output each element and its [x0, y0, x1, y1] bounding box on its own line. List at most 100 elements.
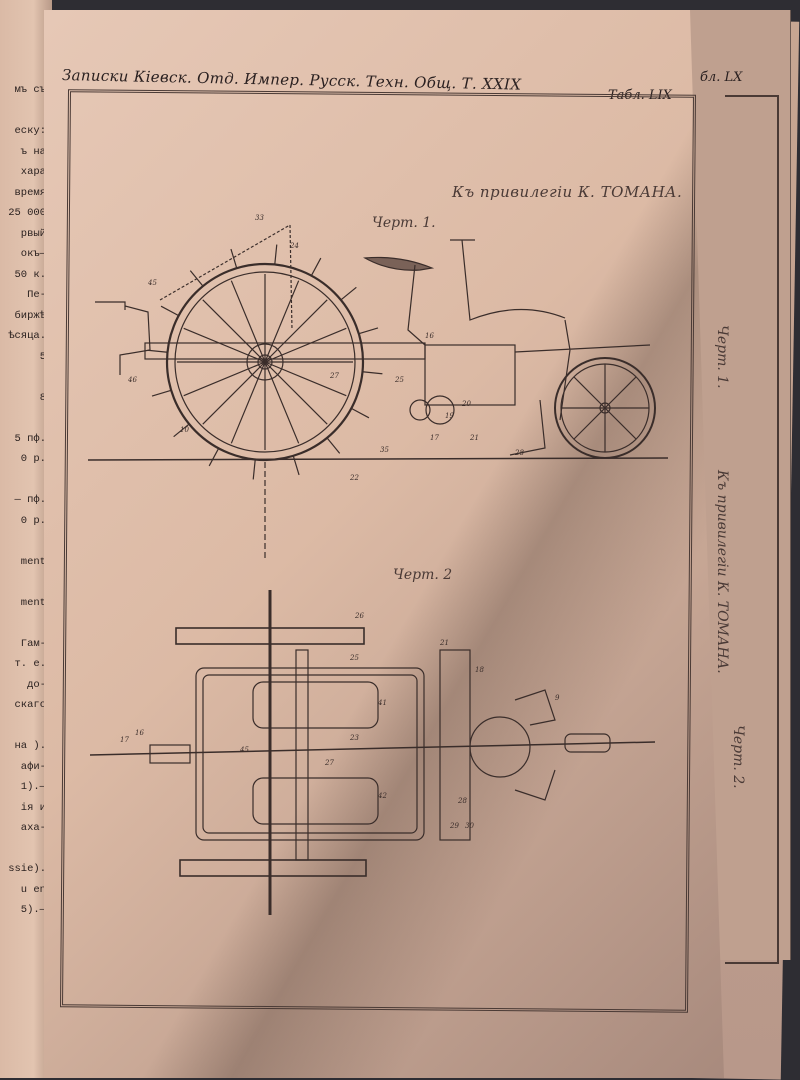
left-page-text-line: ment	[20, 555, 46, 568]
privilege-title: Къ привилегiи К. ТОМАНА.	[452, 183, 683, 201]
left-page-text-line: аха-	[20, 822, 46, 834]
part-number-label: 24	[289, 242, 299, 250]
left-page-text-line: 8	[39, 391, 46, 404]
left-page-text-line: Пе-	[27, 289, 46, 301]
wheel-spoke	[183, 361, 266, 397]
part-number-label: 21	[469, 434, 479, 442]
left-page-text-line: ъ на	[20, 145, 46, 158]
figure-1-label: Черт. 1.	[372, 215, 436, 231]
wheel-spoke	[202, 361, 266, 425]
left-page-text-line: биржѣ	[14, 309, 46, 322]
small-wheel-spoke	[604, 376, 637, 409]
wheel-spike	[147, 349, 168, 353]
part-number-label: 30	[465, 822, 474, 830]
wheel-spike	[292, 455, 300, 476]
figure-1-side-view	[87, 224, 669, 560]
left-page-text-line: еску:	[14, 125, 46, 137]
wheel-spike	[173, 423, 190, 438]
part-number-label: 19	[445, 412, 454, 420]
left-page-text-line: 5 пф.	[14, 432, 46, 445]
wheel-spike	[326, 437, 341, 454]
left-page-text-line: 5).—	[20, 904, 46, 916]
part-number-label: 29	[449, 822, 459, 830]
part-number-label: 10	[180, 426, 189, 434]
wheel-spoke	[264, 361, 347, 397]
left-page-text-line: 0 р.	[20, 514, 46, 527]
part-number-label: 23	[349, 734, 359, 742]
part-number-label: 45	[239, 746, 249, 754]
left-page-text-line: 1).—	[20, 781, 46, 793]
left-page-text-line: афи-	[20, 760, 46, 773]
left-page-text-line: до-	[27, 678, 46, 691]
part-number-label: 17	[120, 736, 129, 744]
wheel-spoke	[264, 361, 328, 425]
part-number-label: 28	[457, 797, 467, 805]
part-number-label: 35	[380, 446, 389, 454]
small-wheel-spoke	[604, 407, 637, 440]
next-figure-1-label: Черт. 1.	[714, 325, 730, 389]
next-figure-2-label: Черт. 2.	[730, 725, 746, 789]
left-page-text-line: мъ съ	[14, 84, 46, 96]
left-page-text-line: время	[14, 186, 46, 199]
part-number-label: 25	[349, 654, 359, 662]
wheel-spoke	[264, 327, 347, 363]
next-plate-number: бл. LX	[700, 70, 743, 85]
next-privilege-title: Къ привилегiи К. ТОМАНА.	[714, 470, 730, 674]
figure-2-top-view	[89, 590, 656, 915]
wheel-spike	[310, 257, 322, 276]
part-number-label: 16	[135, 729, 144, 737]
left-page-text-line: — пф.	[14, 494, 46, 506]
wheel-spike	[351, 407, 370, 419]
left-page-text-line: 50 к.	[14, 268, 46, 281]
left-page-text-line: ssie).	[8, 863, 46, 875]
left-page-text-line: рвый	[20, 227, 46, 240]
wheel-spike	[362, 371, 383, 375]
left-page-text-line: 25 000	[8, 207, 46, 219]
left-page-text-line: ѣсяца.	[8, 330, 46, 342]
part-number-label: 27	[324, 759, 334, 767]
wheel-spoke	[230, 361, 266, 444]
wheel-spoke	[183, 327, 266, 363]
wheel-spike	[252, 459, 256, 480]
part-number-label: 22	[349, 474, 359, 482]
wheel-spoke	[264, 361, 300, 444]
left-page-text-line: u en	[20, 883, 46, 896]
part-number-label: 28	[514, 449, 524, 457]
part-number-label: 20	[461, 400, 471, 408]
wheel-spike	[358, 327, 379, 335]
wheel-spike	[151, 389, 172, 397]
small-wheel-spoke	[573, 407, 606, 440]
wheel-spike	[340, 286, 357, 301]
part-number-label: 17	[430, 434, 439, 442]
left-page-text-line: 5	[39, 350, 46, 363]
left-page-text-line: Гам-	[20, 637, 46, 650]
part-number-label: 45	[147, 279, 157, 287]
left-page-text-line: 0 р.	[20, 453, 46, 465]
part-number-label: 42	[377, 792, 387, 800]
wheel-spike	[208, 448, 220, 467]
left-page-text-line: iя и	[20, 801, 46, 814]
left-page-text-line: на ).	[14, 740, 46, 752]
part-number-label: 9	[555, 694, 560, 702]
part-number-label: 16	[425, 332, 434, 340]
part-number-label: 26	[354, 612, 364, 620]
small-wheel-spoke	[573, 376, 606, 409]
wheel-spoke	[264, 280, 300, 363]
left-page-text-line: ment	[20, 596, 46, 609]
left-page-text-line: окъ—	[20, 248, 46, 260]
part-number-label: 18	[475, 666, 484, 674]
left-page-text-line: скаго	[14, 699, 46, 711]
part-number-label: 21	[439, 639, 449, 647]
part-number-label: 27	[329, 372, 339, 380]
part-number-label: 41	[377, 699, 387, 707]
part-number-label: 25	[394, 376, 404, 384]
wheel-spoke	[230, 280, 266, 363]
left-page-text-line: хара	[20, 166, 46, 178]
wheel-spike	[160, 305, 179, 317]
plate-number: Табл. LIX	[608, 88, 672, 103]
part-number-label: 33	[255, 214, 264, 222]
figure-2-label: Черт. 2	[393, 567, 453, 583]
part-number-label: 46	[127, 376, 137, 384]
